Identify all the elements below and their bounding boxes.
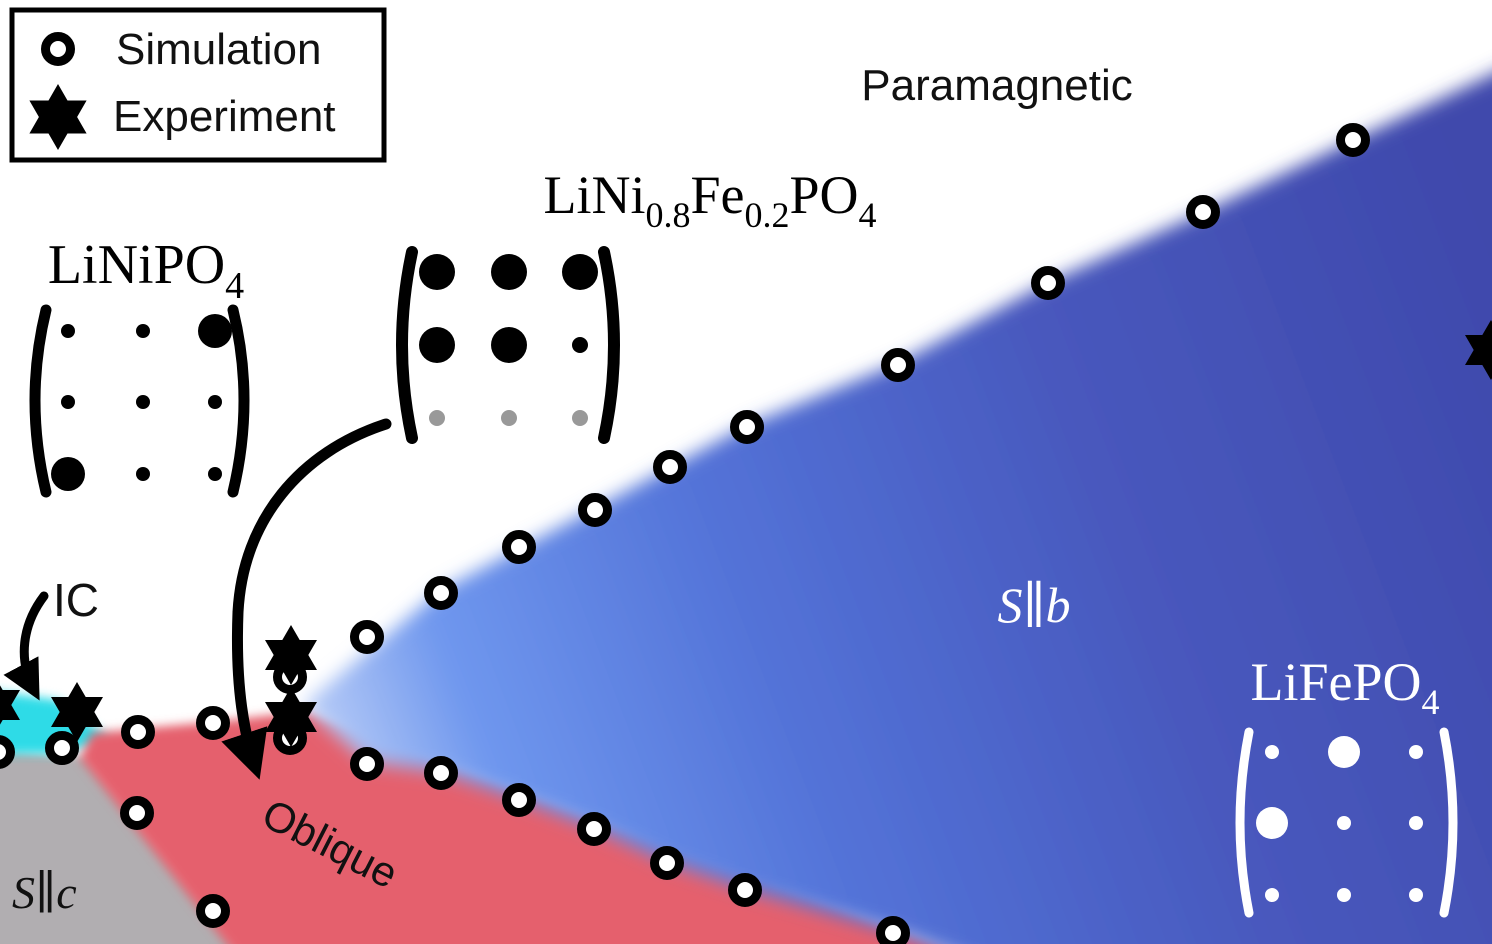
mixed-p3: PO [789,165,858,225]
mixed-p2: Fe [690,165,744,225]
phase-regions [0,74,1492,944]
s-parallel-c-label: S∥c [12,867,77,918]
matrix-arrow [221,418,392,780]
legend-simulation-label: Simulation [116,25,321,74]
experiment-point [1465,320,1492,380]
spin-dot [491,327,527,363]
linipo4-title-sub: 4 [225,265,244,307]
experiment-point [265,625,317,685]
experiment-points [0,320,1492,747]
spin-dot [1409,888,1423,902]
phase-region-oblique [80,711,937,944]
simulation-point [1186,195,1220,229]
spin-dot [419,254,455,290]
simulation-point [196,706,230,740]
simulation-marker-icon [41,32,75,66]
linipo4-title: LiNiPO4 [48,234,244,307]
spin-dot [572,410,588,426]
spin-dot [491,254,527,290]
left-paren-icon [396,246,418,444]
spin-dot [1337,888,1351,902]
mixed-matrix [396,246,620,444]
simulation-point [1031,266,1065,300]
mixed-s2: 0.2 [744,195,789,235]
spin-dot [1409,816,1423,830]
experiment-point [51,682,103,742]
spin-dot [136,467,150,481]
s-parallel-b-label: S∥b [997,577,1070,633]
experiment-point [0,685,20,725]
simulation-point [424,756,458,790]
spin-dot [1328,736,1360,768]
legend-experiment-label: Experiment [113,92,336,141]
annotation-arrows [3,418,392,780]
mixed-p1: LiNi [543,165,645,225]
right-paren-icon [1439,727,1458,918]
linipo4-title-main: LiNiPO [48,234,225,296]
phase-region-s-parallel-b [303,74,1492,944]
simulation-points [0,123,1370,944]
spin-dot [572,337,588,353]
lifepo4-title-sub: 4 [1422,682,1440,722]
left-paren-icon [1235,727,1254,918]
simulation-point [876,916,910,944]
mixed-formula-title: LiNi0.8Fe0.2PO4 [543,165,876,235]
simulation-point [577,812,611,846]
spin-dot [1256,807,1288,839]
simulation-point [45,731,79,765]
simulation-point [424,576,458,610]
spin-dot [1337,816,1351,830]
phase-region-s-parallel-c [0,750,238,944]
experiment-marker-icon [29,84,87,150]
spin-dot [1265,745,1279,759]
simulation-point [1336,123,1370,157]
spin-dot [61,395,75,409]
simulation-point [578,493,612,527]
linipo4-matrix [29,304,250,498]
simulation-point [881,348,915,382]
simulation-point [653,450,687,484]
lifepo4-title: LiFePO4 [1250,652,1439,722]
lifepo4-matrix [1235,727,1458,918]
spin-dot [61,324,75,338]
simulation-point [350,620,384,654]
mixed-s3: 4 [859,195,877,235]
simulation-point [350,747,384,781]
legend-box [9,7,387,163]
spin-dot [501,410,517,426]
simulation-point [730,410,764,444]
simulation-point [120,796,154,830]
left-paren-icon [29,304,52,498]
simulation-point [0,735,15,769]
paramagnetic-label: Paramagnetic [861,61,1132,110]
right-paren-icon [227,304,250,498]
mixed-s1: 0.8 [645,195,690,235]
spin-dot [429,410,445,426]
spin-dot [562,254,598,290]
ic-label: IC [53,574,99,626]
spin-dot [419,327,455,363]
lifepo4-title-main: LiFePO [1250,652,1421,712]
right-paren-icon [598,246,620,444]
spin-dot [208,395,222,409]
ic-arrow [3,591,49,701]
simulation-point [502,530,536,564]
simulation-point [650,846,684,880]
spin-dot [1409,745,1423,759]
spin-dot [51,457,85,491]
experiment-point [265,687,317,747]
simulation-point [121,715,155,749]
simulation-point [196,894,230,928]
spin-dot [198,314,232,348]
spin-dot [136,395,150,409]
spin-dot [136,324,150,338]
simulation-point [728,873,762,907]
simulation-point [502,783,536,817]
spin-dot [1265,888,1279,902]
legend: Simulation Experiment [9,7,387,163]
spin-dot [208,467,222,481]
